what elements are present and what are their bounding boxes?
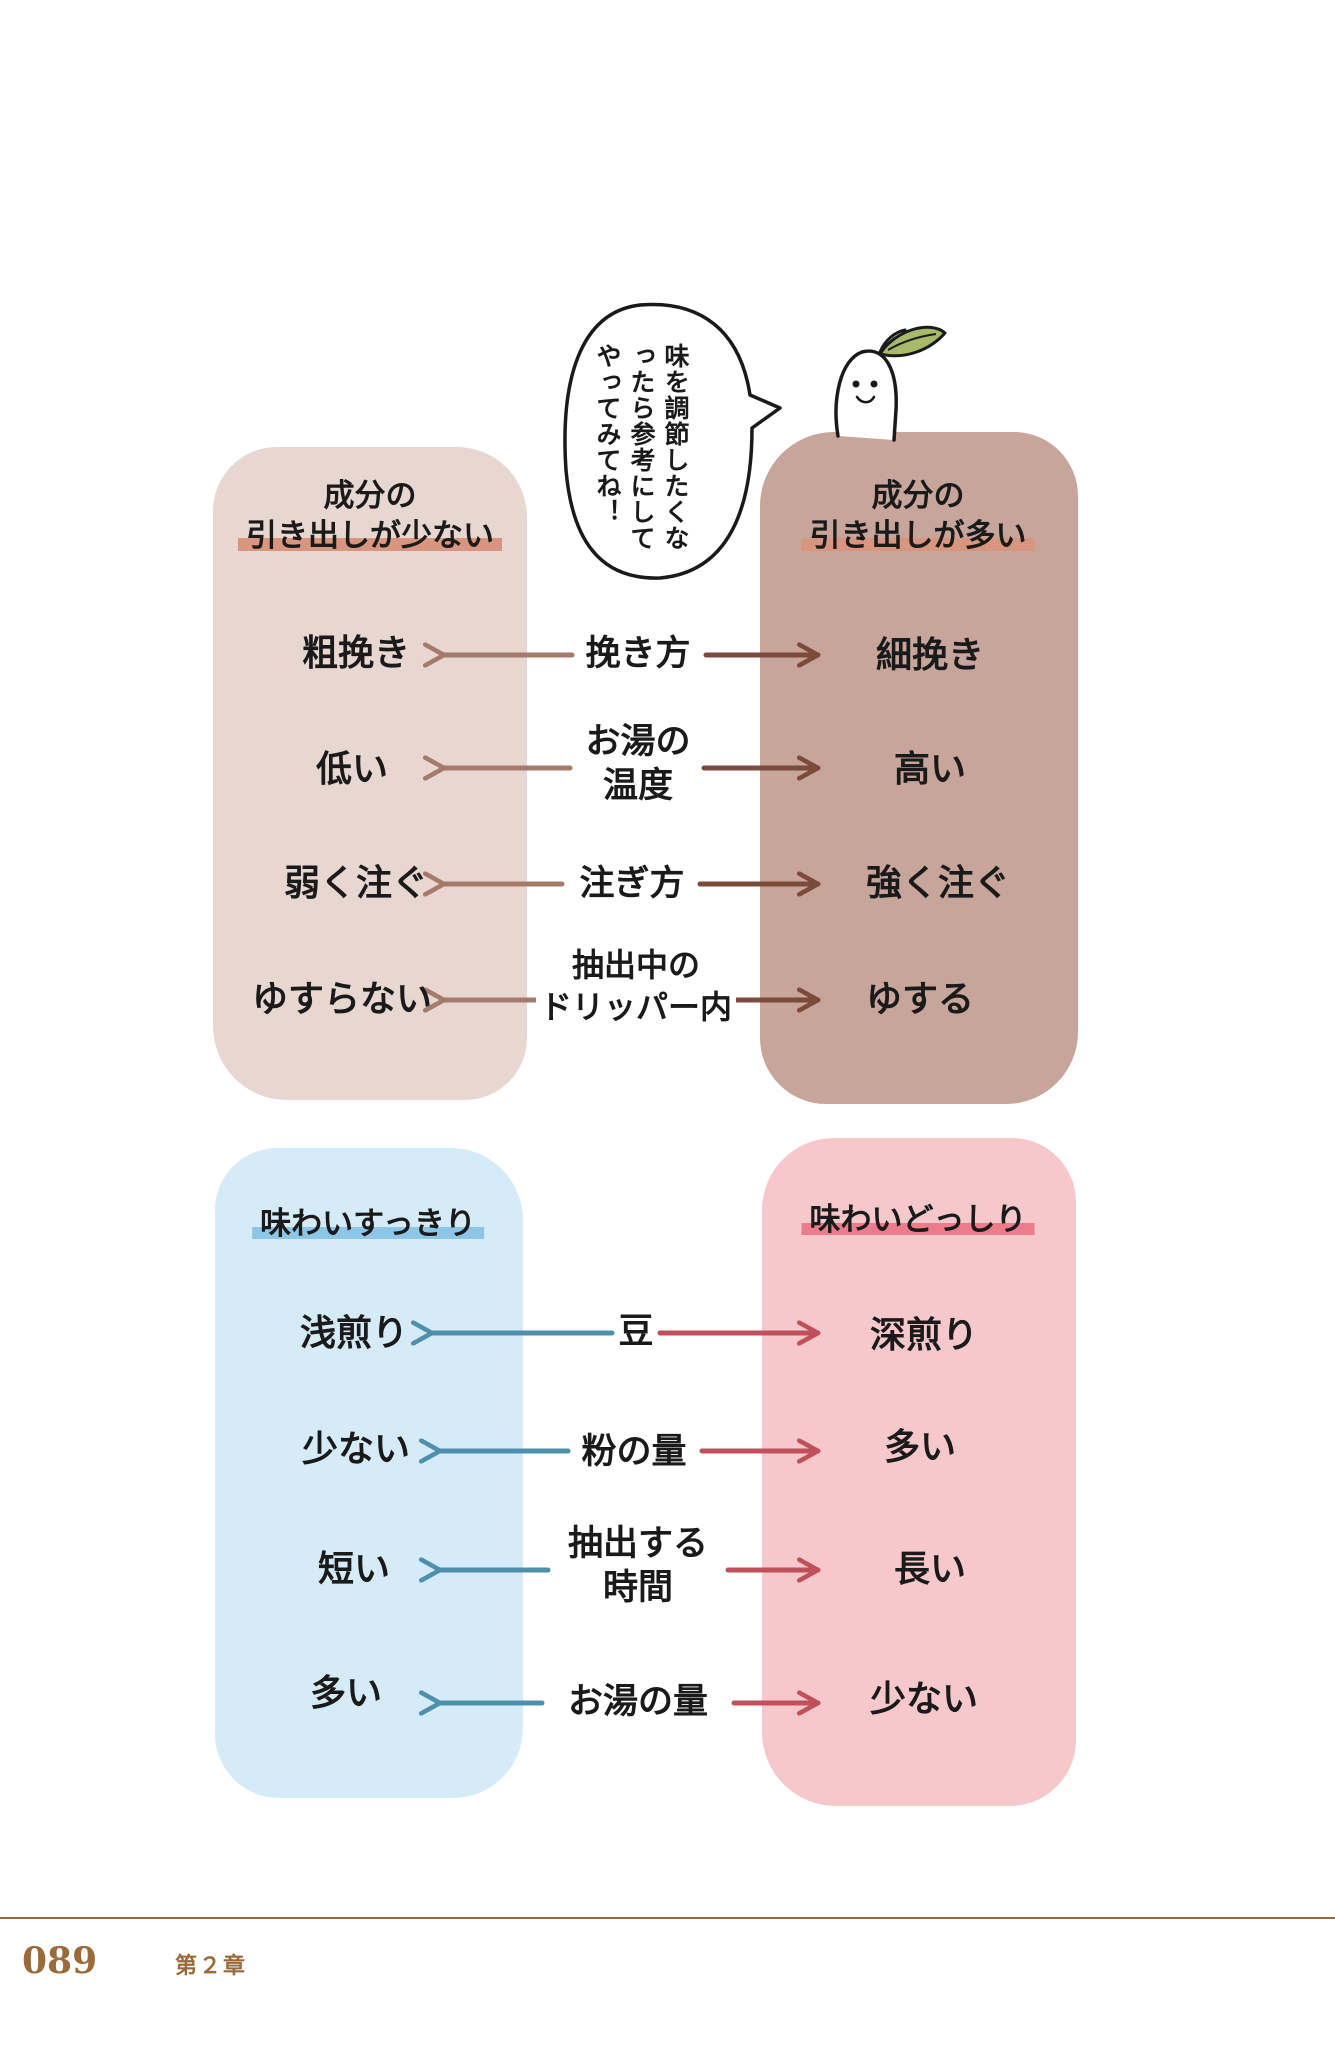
right-value-pour-strongly: 強く注ぐ [865, 863, 1011, 904]
left-value-low: 低い [315, 749, 389, 790]
left-value-short: 短い [317, 1549, 391, 1590]
speech-bubble-text: 味を調節したくなったら参考にしてやってみてね！ [593, 343, 690, 551]
heading-fewer-extraction: 成分の 引き出しが少ない [238, 476, 502, 556]
left-value-more-water: 多い [309, 1673, 383, 1714]
factor-beans: 豆 [614, 1310, 658, 1354]
factor-pour-method: 注ぎ方 [575, 862, 689, 906]
left-value-less: 少ない [301, 1429, 411, 1470]
right-value-swirl: ゆする [865, 979, 975, 1020]
left-value-no-swirl: ゆすらない [251, 979, 433, 1020]
page-number: 089 [22, 1940, 98, 1982]
factor-grind: 挽き方 [581, 632, 695, 676]
chapter-label: 第２章 [175, 1954, 248, 1979]
factor-extraction-time: 抽出する 時間 [563, 1522, 713, 1610]
heading-light-taste: 味わいすっきり [252, 1204, 484, 1244]
left-value-coarse-grind: 粗挽き [301, 633, 411, 674]
mascot-sprout-icon [834, 325, 947, 442]
heading-line-2: 引き出しが少ない [238, 518, 502, 554]
left-value-light-roast: 浅煎り [299, 1313, 409, 1354]
speech-bubble [563, 302, 782, 580]
panel-fewer-extraction [213, 447, 527, 1100]
heading-heavy-taste: 味わいどっしり [801, 1200, 1035, 1240]
right-value-high: 高い [893, 749, 967, 790]
factor-powder-amount: 粉の量 [577, 1430, 691, 1474]
right-value-long: 長い [893, 1549, 967, 1590]
right-value-fine-grind: 細挽き [875, 635, 985, 676]
heading-line-1: 成分の [871, 478, 965, 514]
factor-dripper-during-extraction: 抽出中の ドリッパー内 [535, 944, 737, 1028]
right-value-less-water: 少ない [869, 1679, 979, 1720]
heading-line-2: 引き出しが多い [801, 518, 1035, 554]
panel-light-taste [215, 1148, 523, 1798]
heading-more-extraction: 成分の 引き出しが多い [801, 476, 1035, 556]
left-value-pour-gently: 弱く注ぐ [283, 863, 429, 904]
factor-water-amount: お湯の量 [563, 1680, 713, 1724]
right-value-dark-roast: 深煎り [869, 1315, 979, 1356]
footer-divider [0, 1917, 1335, 1919]
factor-water-temperature: お湯の 温度 [581, 720, 695, 808]
heading-line-1: 成分の [323, 478, 417, 514]
right-value-more: 多い [883, 1427, 957, 1468]
